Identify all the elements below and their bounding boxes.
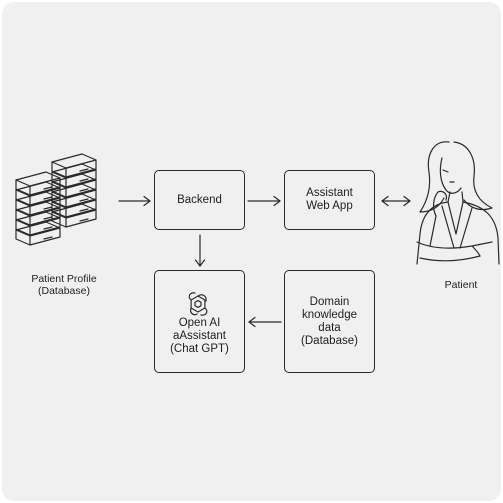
domain-knowledge-label: Domain knowledge data (Database) [301, 295, 358, 347]
openai-assistant-label: Open AI aAssistant (Chat GPT) [170, 317, 229, 355]
domain-knowledge-box: Domain knowledge data (Database) [284, 270, 375, 373]
assistant-web-app-label: Assistant Web App [306, 187, 353, 212]
patient-caption: Patient [444, 279, 478, 291]
patient-profile-caption: Patient Profile (Database) [31, 273, 97, 297]
assistant-web-app-box: Assistant Web App [284, 170, 375, 230]
backend-label: Backend [177, 193, 222, 206]
openai-assistant-box: Open AI aAssistant (Chat GPT) [154, 270, 245, 373]
backend-box: Backend [154, 170, 245, 230]
